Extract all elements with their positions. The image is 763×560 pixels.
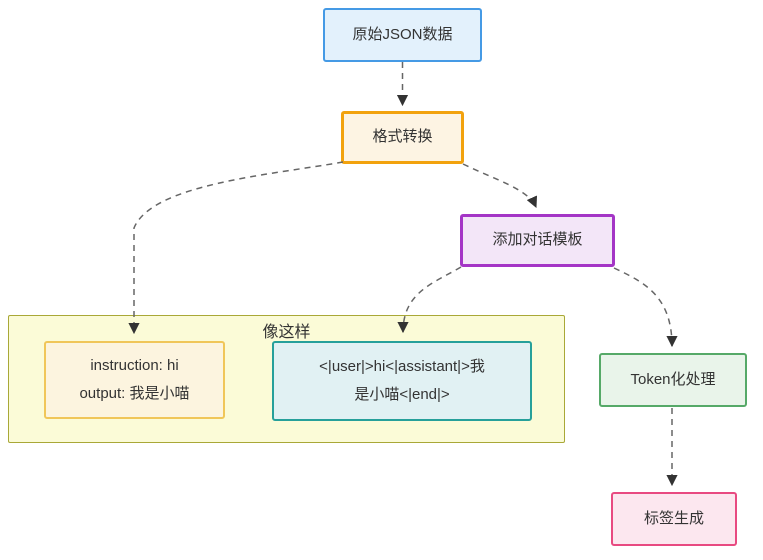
edge-addtemplate-to-tokenize — [613, 267, 678, 348]
node-add-template-label: 添加对话模板 — [492, 231, 583, 249]
node-tokenize: Token化处理 — [599, 353, 747, 407]
edge-format-to-addtemplate — [462, 163, 538, 209]
node-tokenize-label: Token化处理 — [630, 370, 716, 388]
node-raw-json: 原始JSON数据 — [323, 8, 482, 62]
template-example-line2: 是小喵<|end|> — [354, 386, 450, 403]
node-format-convert-label: 格式转换 — [372, 128, 433, 146]
template-example-line1: <|user|>hi<|assistant|>我 — [319, 358, 485, 375]
instruction-example-line2: output: 我是小喵 — [79, 385, 190, 402]
node-format-convert: 格式转换 — [341, 111, 464, 164]
node-label-gen-label: 标签生成 — [643, 509, 704, 527]
example-group-container: 像这样 instruction: hi output: 我是小喵 <|user|… — [8, 315, 565, 443]
edge-format-to-instruction-example — [128, 161, 344, 335]
example-group-label: 像这样 — [262, 324, 311, 341]
node-template-example: <|user|>hi<|assistant|>我 是小喵<|end|> — [272, 341, 532, 421]
instruction-example-line1: instruction: hi — [90, 357, 179, 374]
node-add-template: 添加对话模板 — [460, 214, 615, 267]
node-instruction-example: instruction: hi output: 我是小喵 — [44, 341, 225, 419]
node-raw-json-label: 原始JSON数据 — [352, 25, 453, 43]
node-label-gen: 标签生成 — [611, 492, 737, 546]
